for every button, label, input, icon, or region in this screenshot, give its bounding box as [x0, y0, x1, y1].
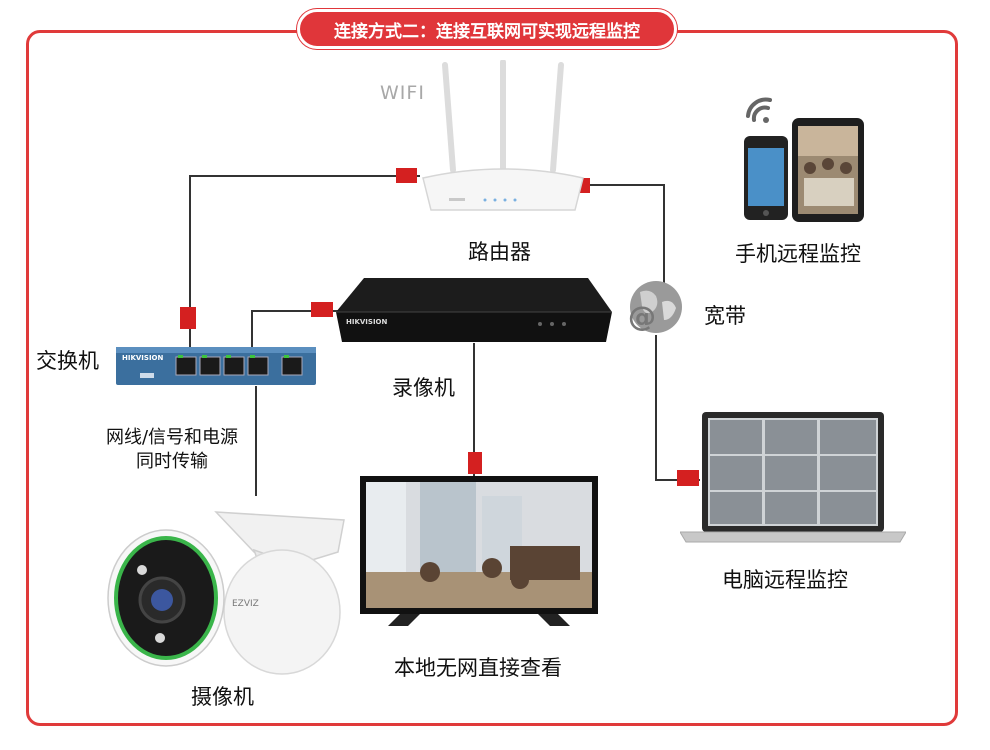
wire-router-switch: [189, 175, 420, 347]
wire-router-broadband: [590, 184, 665, 285]
tv-label: 本地无网直接查看: [394, 656, 562, 680]
connector-laptop-left: [677, 470, 699, 486]
connector-router-left: [396, 168, 417, 183]
switch-brand: HIKVISION: [122, 354, 164, 362]
camera-brand: EZVIZ: [232, 599, 259, 609]
wifi-label: WIFI: [380, 82, 425, 104]
tv-icon: [360, 476, 598, 626]
router-label: 路由器: [468, 240, 531, 264]
diagram-title: 连接方式二：连接互联网可实现远程监控: [297, 9, 677, 49]
nvr-icon: HIKVISION: [336, 278, 612, 342]
switch-icon: HIKVISION: [116, 347, 316, 385]
globe-icon: @: [628, 281, 682, 333]
connector-nvr-left: [311, 302, 333, 317]
cable-note-line1: 网线/信号和电源: [105, 427, 239, 448]
camera-label: 摄像机: [191, 685, 254, 709]
phone-tablet-icon: [744, 97, 864, 222]
switch-label: 交换机: [36, 349, 99, 373]
connector-switch-top: [180, 307, 196, 329]
svg-text:@: @: [628, 300, 656, 333]
nvr-brand: HIKVISION: [346, 318, 388, 326]
wifi-signal-icon: [746, 97, 772, 122]
connector-tv-top: [468, 452, 482, 474]
cable-note-line2: 同时传输: [136, 451, 208, 472]
laptop-label: 电脑远程监控: [722, 568, 848, 592]
router-icon: [422, 60, 584, 211]
broadband-label: 宽带: [704, 304, 746, 328]
wire-switch-nvr: [251, 310, 338, 347]
camera-icon: EZVIZ: [107, 511, 345, 675]
phone-label: 手机远程监控: [735, 242, 861, 266]
laptop-icon: [680, 412, 906, 543]
nvr-label: 录像机: [392, 376, 455, 400]
cable-note: 网线/信号和电源 同时传输: [82, 426, 262, 474]
